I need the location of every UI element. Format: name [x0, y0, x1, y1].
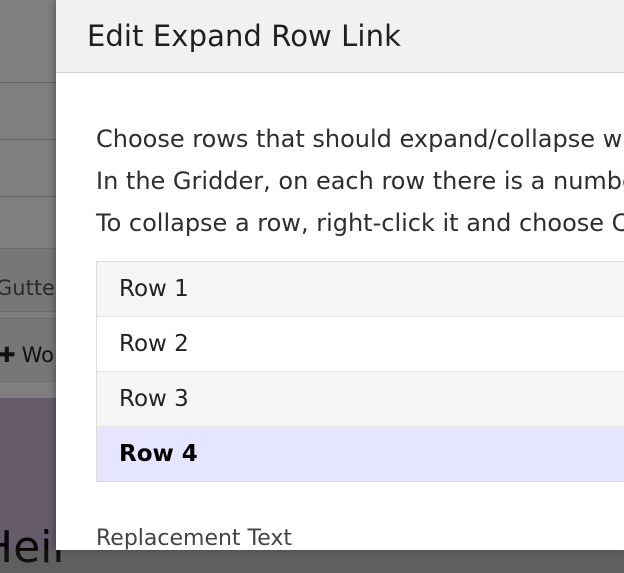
instruction-line: In the Gridder, on each row there is a n…	[96, 167, 624, 195]
row-option-3[interactable]: Row 3	[97, 372, 624, 427]
row-option-4-selected[interactable]: Row 4	[97, 427, 624, 481]
row-option-2[interactable]: Row 2	[97, 317, 624, 372]
dialog-instructions: Choose rows that should expand/collapse …	[96, 118, 624, 244]
instruction-line: To collapse a row, right-click it and ch…	[96, 209, 624, 237]
instruction-line: Choose rows that should expand/collapse …	[96, 125, 624, 153]
row-selection-list: Row 1 Row 2 Row 3 Row 4	[96, 261, 624, 482]
row-option-1[interactable]: Row 1	[97, 262, 624, 317]
replacement-text-label: Replacement Text	[96, 526, 293, 550]
dialog-title: Edit Expand Row Link	[87, 19, 401, 53]
edit-expand-row-link-dialog: Edit Expand Row Link Choose rows that sh…	[56, 0, 624, 550]
dialog-header: Edit Expand Row Link	[56, 0, 624, 73]
